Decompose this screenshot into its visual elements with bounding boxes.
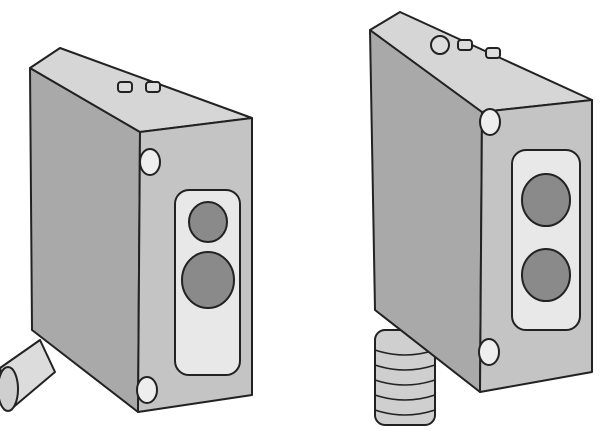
lens-receiver <box>181 251 235 309</box>
mount-hole <box>139 148 161 176</box>
lens-emitter <box>521 173 571 227</box>
mount-hole <box>136 376 158 404</box>
adjust-screw-icon <box>430 35 450 55</box>
sensor-with-connector <box>369 11 593 426</box>
sensor-with-cable <box>0 47 253 413</box>
cable-end <box>0 366 19 412</box>
lens-emitter <box>188 201 228 243</box>
indicator-led <box>117 81 133 93</box>
indicator-led <box>145 81 161 93</box>
mount-hole <box>478 338 500 366</box>
indicator-led <box>457 39 473 51</box>
lens-receiver <box>521 248 571 302</box>
indicator-led <box>485 47 501 59</box>
mount-hole <box>479 108 501 136</box>
